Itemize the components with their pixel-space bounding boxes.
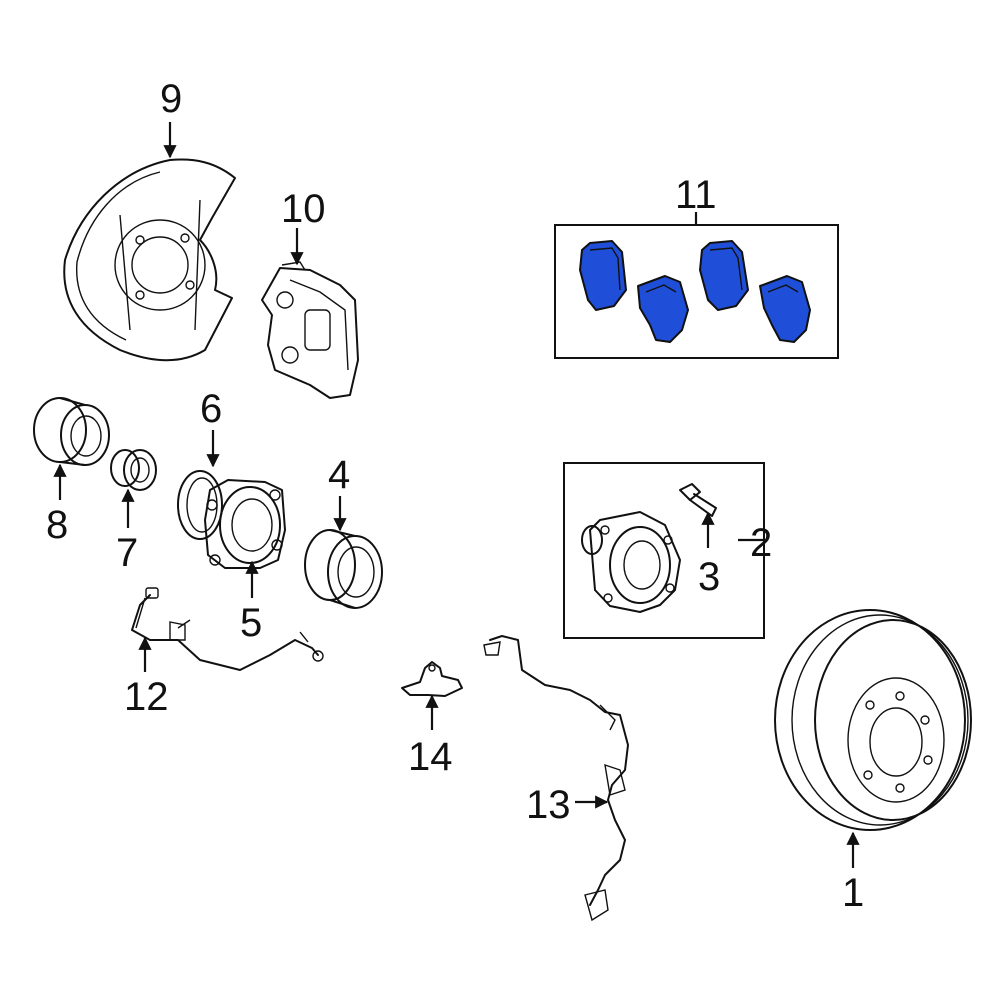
callout-14: 14: [408, 735, 453, 779]
callout-10: 10: [281, 187, 326, 231]
brake-pad-3: [699, 240, 749, 311]
callout-2: 2: [750, 521, 772, 565]
caliper-part[interactable]: [261, 261, 359, 399]
callout-3: 3: [698, 555, 720, 599]
callout-8: 8: [46, 503, 68, 547]
callout-5: 5: [240, 601, 262, 645]
bearing-race-part[interactable]: [33, 397, 110, 466]
callout-12: 12: [124, 675, 169, 719]
brake-pad-4: [759, 275, 811, 343]
brake-rotor-part[interactable]: [774, 609, 972, 831]
hub-assembly-part[interactable]: [204, 479, 286, 569]
leader-lines: [53, 122, 860, 868]
callout-1: 1: [842, 871, 864, 915]
callout-13: 13: [526, 783, 571, 827]
inner-bearing-part[interactable]: [110, 449, 157, 491]
dust-shield-part[interactable]: [63, 158, 236, 362]
sensor-bracket-part[interactable]: [401, 661, 463, 697]
callout-4: 4: [328, 453, 350, 497]
callout-7: 7: [116, 531, 138, 575]
callout-labels: 9 10 11 6 4 8 7 5 12 14 13 1 2 3: [46, 77, 864, 915]
hub-bearing-kit-part[interactable]: [563, 462, 765, 639]
brake-pad-set-part[interactable]: [554, 224, 839, 359]
abs-sensor-wire-part[interactable]: [483, 635, 629, 922]
wheel-stud-part[interactable]: [679, 483, 717, 517]
brake-pad-1: [579, 240, 627, 311]
brake-pad-2: [637, 275, 689, 343]
seal-part[interactable]: [304, 529, 383, 609]
callout-11: 11: [675, 173, 717, 217]
callout-6: 6: [200, 387, 222, 431]
gasket-part[interactable]: [177, 470, 223, 540]
brake-hose-part[interactable]: [131, 587, 324, 671]
callout-9: 9: [160, 77, 182, 121]
